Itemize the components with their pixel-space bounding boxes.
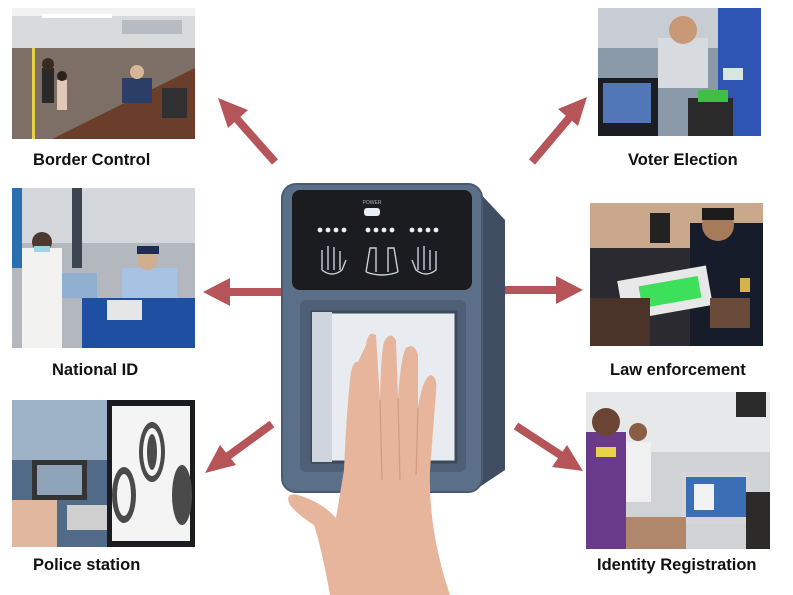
arrow-national-id (203, 278, 283, 306)
identity-registration-photo (586, 392, 770, 549)
law-enforcement-photo (590, 203, 763, 346)
label-voter-election: Voter Election (628, 151, 738, 169)
right-hand-icon (411, 246, 437, 275)
label-border-control: Border Control (33, 151, 151, 169)
fingerprint-scanner-device: POWER (281, 183, 505, 595)
power-label: POWER (363, 200, 382, 206)
power-led-icon (364, 208, 380, 216)
arrow-identity-registration (513, 422, 583, 471)
arrow-law-enforcement (500, 276, 583, 304)
border-control-photo (12, 8, 195, 139)
police-station-photo (12, 400, 195, 547)
left-hand-icon (321, 246, 347, 275)
label-law-enforcement: Law enforcement (610, 361, 746, 379)
hand-on-scanner (288, 333, 450, 595)
national-id-photo (12, 188, 195, 348)
label-identity-registration: Identity Registration (597, 556, 757, 574)
arrow-police-station (205, 420, 275, 473)
label-police-station: Police station (33, 556, 141, 574)
arrow-border-control (218, 98, 278, 165)
arrow-voter-election (528, 97, 587, 165)
voter-election-photo (598, 8, 761, 136)
two-thumbs-icon (365, 247, 399, 276)
status-leds (317, 227, 439, 233)
glass-panel: POWER (292, 190, 472, 290)
label-national-id: National ID (52, 361, 139, 379)
